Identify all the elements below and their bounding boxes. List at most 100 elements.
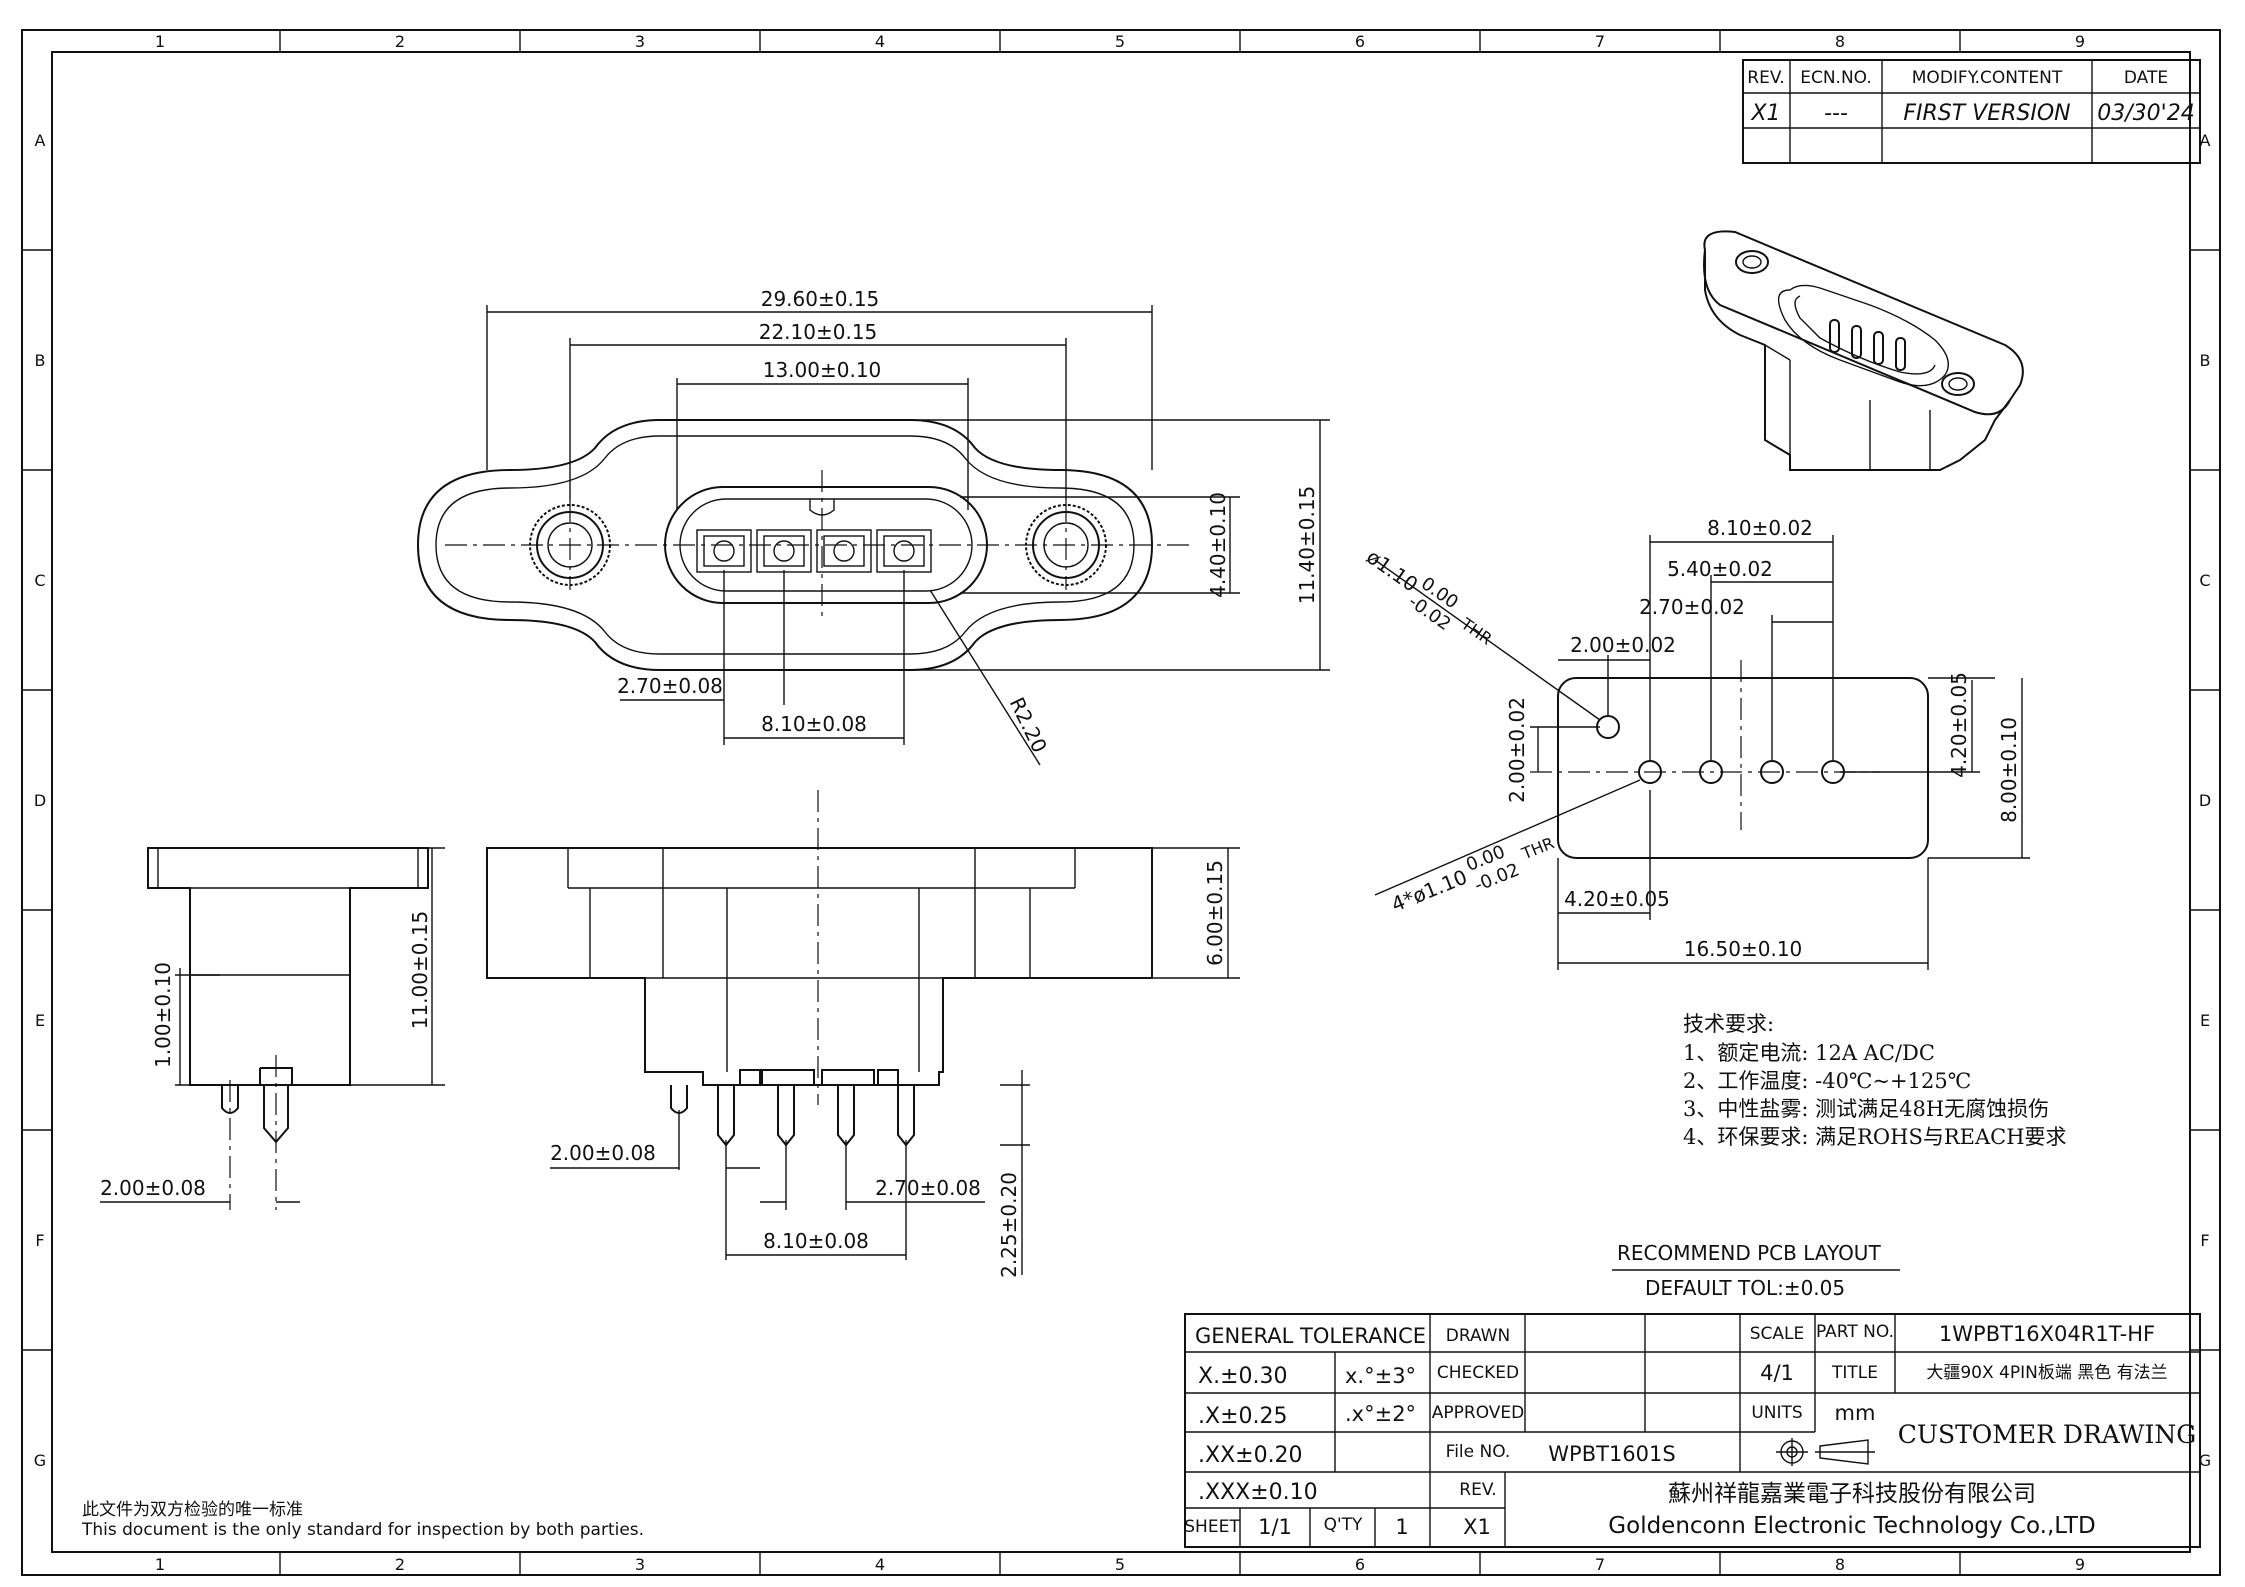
pcb-dim-span-outer: 8.10±0.02 xyxy=(1707,516,1813,540)
pin-holes-diameter: 4*ø1.10 xyxy=(1388,865,1471,917)
dim-pin-offset: 2.70±0.08 xyxy=(617,674,723,698)
post-hole xyxy=(1596,715,1620,739)
general-tolerance-label: GENERAL TOLERANCE xyxy=(1195,1324,1426,1348)
technical-requirements: 技术要求: 1、额定电流: 12A AC/DC 2、工作温度: -40℃~+12… xyxy=(1683,1012,2067,1149)
file-no-value: WPBT1601S xyxy=(1548,1442,1675,1466)
zone-col-3: 3 xyxy=(635,32,645,51)
pcb-dim-row-height: 4.20±0.05 xyxy=(1947,672,1971,778)
zone-col-1-bottom: 1 xyxy=(155,1555,165,1574)
zone-col-4: 4 xyxy=(875,32,885,51)
zone-row-g: G xyxy=(34,1451,46,1470)
rev-value: X1 xyxy=(1750,101,1780,126)
dim-radius: R2.20 xyxy=(1005,693,1052,756)
scale-label: SCALE xyxy=(1750,1324,1805,1344)
zone-col-7-bottom: 7 xyxy=(1595,1555,1605,1574)
pcb-layout-tolerance: DEFAULT TOL:±0.05 xyxy=(1645,1276,1845,1300)
front-dim-pin-pitch: 2.70±0.08 xyxy=(875,1176,981,1200)
angle-tolerance-2: .x°±2° xyxy=(1345,1402,1416,1426)
tolerance-1dp: .X±0.25 xyxy=(1198,1404,1287,1429)
zone-col-6: 6 xyxy=(1355,32,1365,51)
units-value: mm xyxy=(1835,1401,1876,1425)
zone-col-6-bottom: 6 xyxy=(1355,1555,1365,1574)
side-dim-tail: 1.00±0.10 xyxy=(151,962,175,1068)
front-view: 6.00±0.15 2.00±0.08 2.70±0.08 8.10±0.08 … xyxy=(486,790,1240,1278)
zone-row-a-right: A xyxy=(2200,131,2211,150)
footer-note: 此文件为双方检验的唯一标准 This document is the only … xyxy=(81,1500,644,1540)
zone-row-f: F xyxy=(35,1231,44,1250)
post-hole-thr: THR xyxy=(1457,614,1496,649)
qty-label: Q'TY xyxy=(1324,1515,1363,1535)
requirement-item-3: 3、中性盐雾: 测试满足48H无腐蚀损伤 xyxy=(1683,1097,2049,1121)
rev-label: REV. xyxy=(1459,1480,1496,1500)
footer-note-en: This document is the only standard for i… xyxy=(81,1520,644,1540)
rev-header-ecn: ECN.NO. xyxy=(1800,68,1872,88)
qty-value: 1 xyxy=(1395,1515,1408,1539)
top-view: 29.60±0.15 22.10±0.15 13.00±0.10 2.70±0.… xyxy=(416,287,1330,766)
rev-header-rev: REV. xyxy=(1747,68,1784,88)
zone-col-8: 8 xyxy=(1835,32,1845,51)
side-dim-height: 11.00±0.15 xyxy=(408,911,432,1030)
pcb-layout: 8.10±0.02 5.40±0.02 2.70±0.02 2.00±0.02 … xyxy=(1362,516,2030,1300)
approved-label: APPROVED xyxy=(1432,1403,1525,1423)
checked-label: CHECKED xyxy=(1437,1363,1519,1383)
zone-row-d-right: D xyxy=(2199,791,2211,810)
zone-col-5-bottom: 5 xyxy=(1115,1555,1125,1574)
company-name-cn: 蘇州祥龍嘉業電子科技股份有限公司 xyxy=(1668,1481,2036,1507)
units-label: UNITS xyxy=(1751,1403,1802,1423)
requirement-item-4: 4、环保要求: 满足ROHS与REACH要求 xyxy=(1683,1125,2067,1149)
requirement-item-1: 1、额定电流: 12A AC/DC xyxy=(1683,1041,1935,1065)
projection-symbol xyxy=(1776,1438,1875,1466)
pcb-dim-post-offset: 2.00±0.02 xyxy=(1570,633,1676,657)
scale-value: 4/1 xyxy=(1760,1361,1794,1385)
pcb-layout-title: RECOMMEND PCB LAYOUT xyxy=(1617,1241,1881,1265)
zone-row-e: E xyxy=(35,1011,45,1030)
sheet-label: SHEET xyxy=(1184,1517,1240,1537)
drawn-label: DRAWN xyxy=(1446,1326,1510,1346)
pcb-dim-left-offset: 4.20±0.05 xyxy=(1564,887,1670,911)
dim-overall-height: 11.40±0.15 xyxy=(1295,486,1319,605)
rev-header-date: DATE xyxy=(2124,68,2168,88)
zone-col-7: 7 xyxy=(1595,32,1605,51)
pcb-dim-post-vertical: 2.00±0.02 xyxy=(1505,697,1529,803)
zone-col-2: 2 xyxy=(395,32,405,51)
dim-hole-spacing: 22.10±0.15 xyxy=(759,320,878,344)
rev-content-value: FIRST VERSION xyxy=(1903,101,2070,126)
zone-col-8-bottom: 8 xyxy=(1835,1555,1845,1574)
tolerance-2dp: .XX±0.20 xyxy=(1198,1443,1303,1468)
front-dim-tail: 2.25±0.20 xyxy=(997,1172,1021,1278)
rev-ecn-value: --- xyxy=(1824,101,1848,126)
title-label: TITLE xyxy=(1831,1363,1878,1383)
pin-holes-thr: THR xyxy=(1518,833,1557,863)
dim-cavity-height: 4.40±0.10 xyxy=(1206,492,1230,598)
pcb-dim-board-length: 16.50±0.10 xyxy=(1684,937,1803,961)
dim-pin-span: 8.10±0.08 xyxy=(761,712,867,736)
tolerance-x: X.±0.30 xyxy=(1198,1364,1287,1389)
footer-note-cn: 此文件为双方检验的唯一标准 xyxy=(82,1500,303,1520)
front-dim-pin-span: 8.10±0.08 xyxy=(763,1229,869,1253)
zone-row-f-right: F xyxy=(2200,1231,2209,1250)
angle-tolerance-1: x.°±3° xyxy=(1345,1364,1416,1388)
post-hole-diameter: ø1.10 xyxy=(1362,544,1422,596)
side-dim-pin-offset: 2.00±0.08 xyxy=(100,1176,206,1200)
zone-row-c: C xyxy=(34,571,45,590)
zone-row-b: B xyxy=(35,351,46,370)
zone-row-a: A xyxy=(35,131,46,150)
rev-value: X1 xyxy=(1463,1515,1491,1539)
zone-row-d: D xyxy=(34,791,46,810)
zone-col-3-bottom: 3 xyxy=(635,1555,645,1574)
pcb-dim-pitch: 2.70±0.02 xyxy=(1639,595,1745,619)
part-no-value: 1WPBT16X04R1T-HF xyxy=(1939,1322,2155,1346)
file-no-label: File NO. xyxy=(1446,1442,1511,1462)
dim-cavity-length: 13.00±0.10 xyxy=(763,358,882,382)
zone-col-5: 5 xyxy=(1115,32,1125,51)
zone-col-2-bottom: 2 xyxy=(395,1555,405,1574)
part-title-value: 大疆90X 4PIN板端 黑色 有法兰 xyxy=(1926,1363,2167,1383)
requirements-heading: 技术要求: xyxy=(1683,1012,1774,1036)
rev-date-value: 03/30'24 xyxy=(2097,101,2194,126)
requirement-item-2: 2、工作温度: -40℃~+125℃ xyxy=(1683,1069,1971,1093)
zone-row-c-right: C xyxy=(2199,571,2210,590)
title-block: GENERAL TOLERANCE X.±0.30 .X±0.25 .XX±0.… xyxy=(1184,1313,2201,1548)
isometric-view xyxy=(1703,230,2024,471)
zone-row-g-right: G xyxy=(2199,1451,2211,1470)
pcb-dim-board-height: 8.00±0.10 xyxy=(1997,717,2021,823)
